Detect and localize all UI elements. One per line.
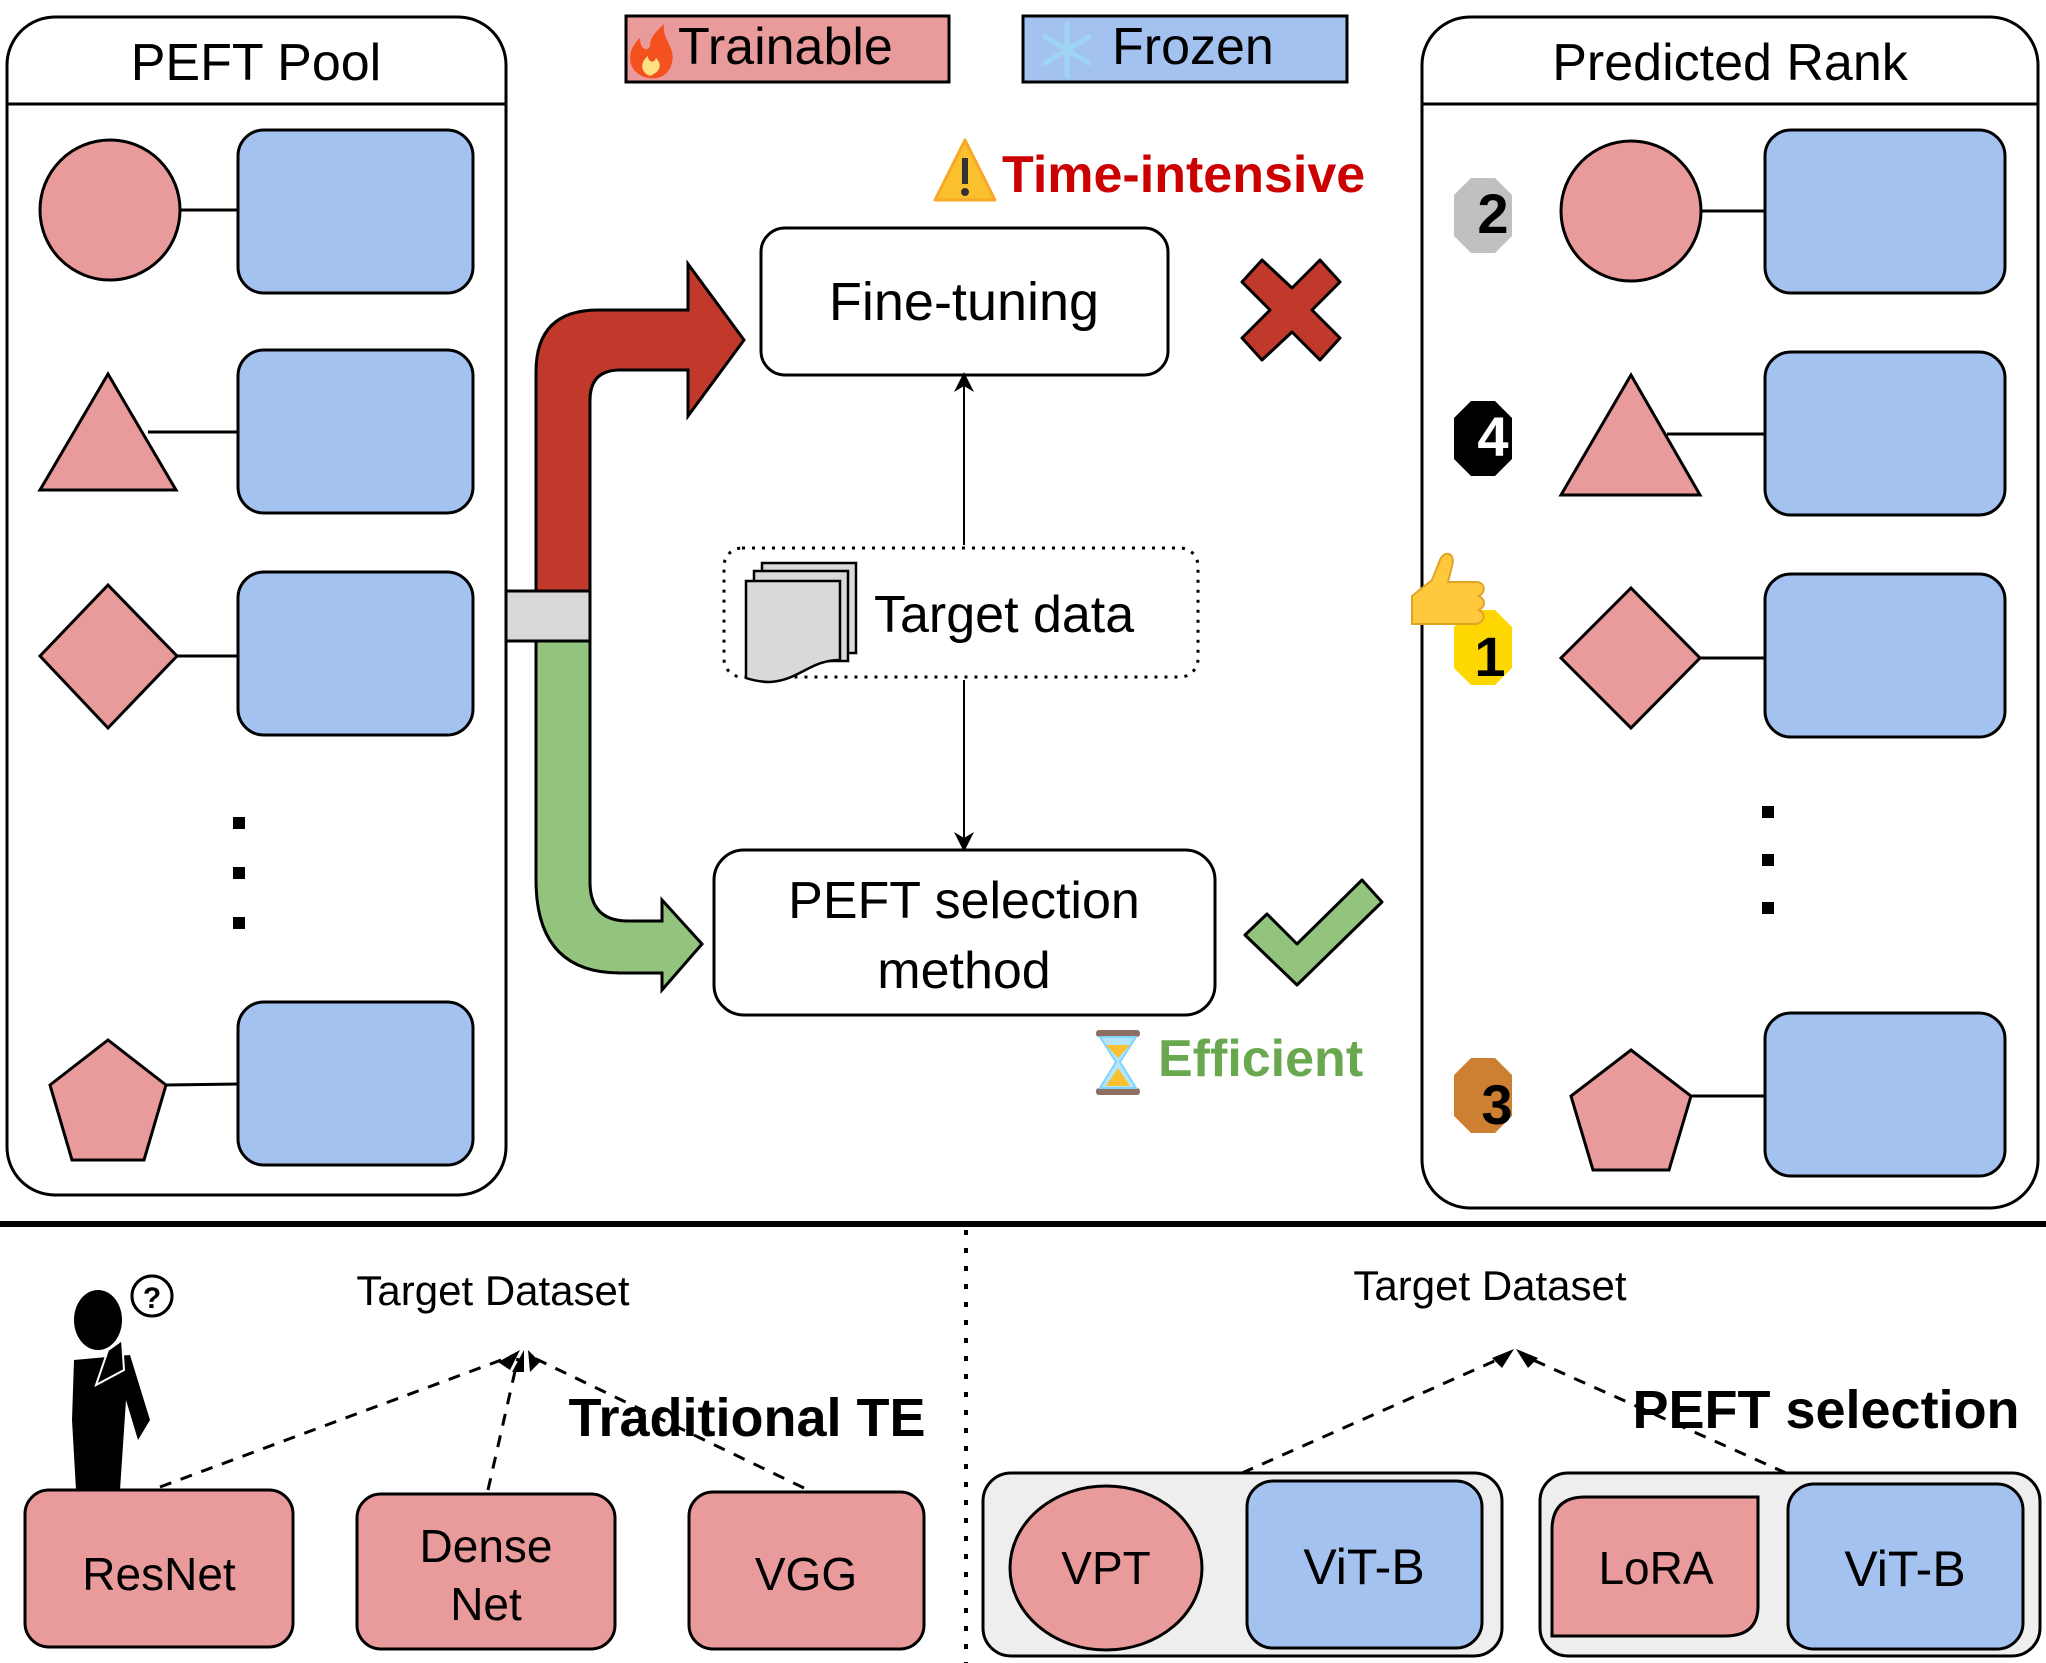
te-dashed-arrows [159, 1354, 805, 1491]
trainable-module-pentagon [1569, 1048, 1693, 1172]
frozen-backbone [1763, 1011, 2007, 1178]
model-resnet: ResNet [23, 1488, 295, 1649]
frozen-backbone [1763, 128, 2007, 295]
peft-group-lora: LoRA ViT-B [1538, 1471, 2042, 1658]
rank-badge: 1 [1454, 610, 1512, 688]
pool-item-triangle [37, 348, 475, 515]
model-label: VGG [755, 1548, 857, 1600]
peft-pool-panel: PEFT Pool [5, 15, 508, 1197]
predicted-rank-panel: Predicted Rank 2 4 1 [1411, 15, 2040, 1210]
legend-frozen-label: Frozen [1112, 18, 1274, 76]
check-icon [1243, 878, 1384, 987]
backbone-vit-b [1786, 1482, 2025, 1651]
time-intensive-label: Time-intensive [933, 138, 1365, 204]
rank-number: 4 [1477, 405, 1508, 468]
arrowhead [1516, 1349, 1538, 1368]
peft-label: VPT [1061, 1542, 1150, 1594]
time-intensive-text: Time-intensive [1002, 146, 1365, 204]
pool-item-circle [38, 128, 475, 295]
rank-item-pentagon: 3 [1454, 1011, 2007, 1178]
rank-number: 2 [1477, 182, 1508, 245]
arrowhead [528, 1350, 540, 1372]
backbone-vit-b [1245, 1479, 1484, 1650]
model-vgg: VGG [687, 1490, 926, 1651]
fine-tuning-arrow [534, 259, 746, 602]
rank-badge: 4 [1454, 401, 1512, 476]
peft-module-lora [1550, 1495, 1760, 1638]
backbone-label: ViT-B [1303, 1539, 1424, 1595]
svg-text:?: ? [143, 1282, 161, 1315]
fine-tuning-label: Fine-tuning [829, 272, 1099, 332]
pool-item-pentagon [48, 1000, 475, 1167]
efficient-text: Efficient [1158, 1030, 1363, 1088]
legend-trainable: Trainable [624, 14, 951, 84]
rank-number: 1 [1474, 625, 1505, 688]
target-data-label: Target data [874, 586, 1134, 644]
peft-selection-label-line1: PEFT selection [788, 872, 1140, 930]
model-label-line2: Net [450, 1578, 522, 1630]
thinking-person-icon: ? [72, 1274, 174, 1494]
arrowhead [512, 1350, 524, 1372]
traditional-te-title: Traditional TE [568, 1388, 925, 1448]
peft-selection-title: PEFT selection [1632, 1380, 2019, 1440]
traditional-te-section: ? Target Dataset Traditional TE ResNet D… [23, 1267, 926, 1651]
arrow-junction-block [504, 589, 592, 643]
frozen-backbone [1763, 572, 2007, 739]
rank-ellipsis [1762, 806, 1774, 914]
predicted-rank-title: Predicted Rank [1552, 34, 1909, 92]
legend-trainable-label: Trainable [678, 18, 893, 76]
rank-item-circle: 2 [1454, 128, 2007, 295]
peft-group-vpt: VPT ViT-B [981, 1471, 1504, 1658]
fire-icon [630, 24, 673, 79]
rank-item-diamond: 1 [1411, 552, 2007, 739]
frozen-backbone [236, 1000, 475, 1167]
snowflake-icon [1042, 21, 1092, 79]
trainable-module-triangle [37, 371, 179, 492]
pool-item-diamond [37, 570, 475, 737]
peft-selection-arrow [534, 638, 705, 995]
rank-item-triangle: 4 [1454, 350, 2007, 517]
rank-number: 3 [1481, 1073, 1512, 1136]
peft-dashed-arrows [1241, 1353, 1787, 1475]
frozen-backbone [236, 128, 475, 295]
documents-icon [744, 561, 858, 684]
cross-icon [1240, 258, 1342, 362]
peft-selection-section: Target Dataset PEFT selection VPT ViT-B … [981, 1262, 2042, 1658]
frozen-backbone [236, 570, 475, 737]
trainable-module-pentagon [48, 1038, 168, 1162]
model-densenet: Dense Net [355, 1492, 617, 1651]
arrowhead [1492, 1349, 1514, 1368]
backbone-label: ViT-B [1844, 1541, 1965, 1597]
trainable-module-circle [38, 138, 182, 282]
frozen-backbone [1763, 350, 2007, 517]
pool-ellipsis [233, 817, 245, 929]
rank-badge: 2 [1454, 178, 1512, 253]
model-label: ResNet [82, 1548, 236, 1600]
peft-selection-method-box: PEFT selection method [712, 848, 1217, 1017]
trainable-module-diamond [1558, 585, 1703, 731]
peft-selection-label-line2: method [877, 942, 1050, 1000]
trainable-module-triangle [1558, 372, 1703, 497]
rank-badge: 3 [1454, 1058, 1513, 1136]
frozen-backbone [236, 348, 475, 515]
peft-label: LoRA [1598, 1542, 1713, 1594]
trainable-module-diamond [37, 582, 180, 731]
target-dataset-label-right: Target Dataset [1353, 1262, 1626, 1309]
arrowhead [498, 1350, 520, 1370]
peft-pool-title: PEFT Pool [131, 34, 381, 92]
target-data-box: Target data [722, 546, 1200, 684]
target-dataset-label-left: Target Dataset [356, 1267, 629, 1314]
warning-icon [933, 138, 997, 202]
legend-frozen: Frozen [1021, 14, 1349, 84]
peft-module-vpt [1008, 1484, 1204, 1652]
thumbs-up-icon [1411, 552, 1485, 625]
efficient-label: Efficient [1096, 1030, 1363, 1095]
model-label-line1: Dense [420, 1520, 553, 1572]
fine-tuning-box: Fine-tuning [759, 226, 1170, 377]
hourglass-icon [1096, 1030, 1140, 1095]
trainable-module-circle [1559, 139, 1703, 283]
